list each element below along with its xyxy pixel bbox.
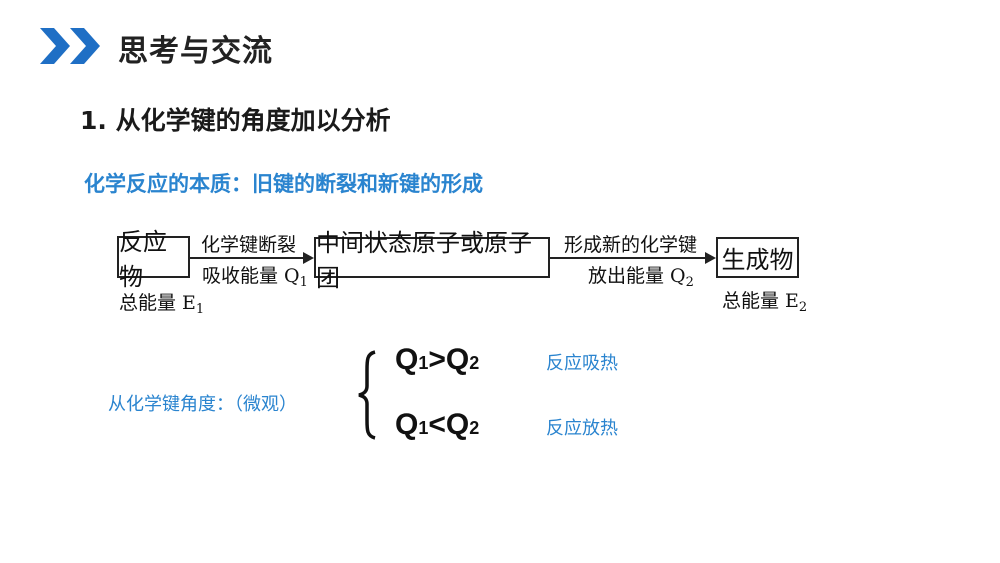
arrow-1-head-icon <box>303 252 314 264</box>
section-subheading: 化学反应的本质：旧键的断裂和新键的形成 <box>84 172 483 196</box>
step2-top-label: 形成新的化学键 <box>564 234 698 256</box>
reactant-energy: 总能量 E1 <box>119 292 205 317</box>
reactant-box: 反应物 <box>117 228 190 291</box>
result-exothermic: 反应放热 <box>546 418 618 439</box>
arrow-2-line <box>550 257 706 259</box>
double-chevron-right-icon <box>40 28 100 64</box>
arrow-1-line <box>190 257 304 259</box>
intermediate-label: 中间状态原子或原子团 <box>316 228 532 292</box>
arrow-2-head-icon <box>705 252 716 264</box>
condition-exothermic: Q1<Q2 <box>395 408 480 441</box>
step1-top-label: 化学键断裂 <box>201 234 297 256</box>
step2-bottom-label: 放出能量 Q2 <box>588 265 694 290</box>
micro-view-label: 从化学键角度：（微观） <box>108 394 297 415</box>
result-endothermic: 反应吸热 <box>546 353 618 374</box>
intermediate-box: 中间状态原子或原子团 <box>314 229 550 292</box>
condition-endothermic: Q1>Q2 <box>395 343 480 376</box>
section-heading: 1. 从化学键的角度加以分析 <box>80 106 391 135</box>
reactant-label: 反应物 <box>119 228 167 291</box>
product-label: 生成物 <box>721 246 794 274</box>
product-energy: 总能量 E2 <box>722 290 808 315</box>
product-box: 生成物 <box>716 237 799 278</box>
step1-bottom-label: 吸收能量 Q1 <box>202 265 308 290</box>
curly-brace-icon <box>358 350 376 440</box>
page-title: 思考与交流 <box>118 34 273 69</box>
